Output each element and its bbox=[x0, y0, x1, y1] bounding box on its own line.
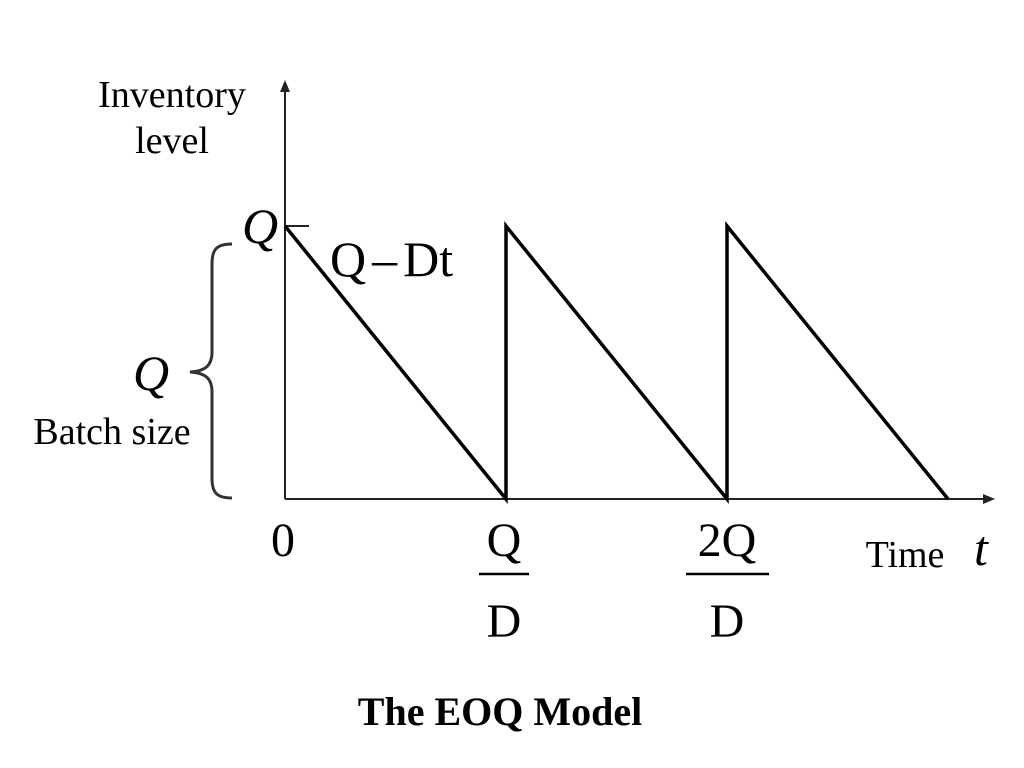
line-label-minus: – bbox=[371, 231, 398, 287]
tick-label-q-over-d: Q D bbox=[479, 514, 529, 648]
y-axis-label-line2: level bbox=[135, 120, 209, 162]
brace-q-symbol: Q bbox=[133, 345, 169, 401]
tick2-denominator: D bbox=[710, 595, 745, 648]
inventory-sawtooth-line bbox=[283, 221, 950, 504]
tick1-numerator: Q bbox=[487, 514, 522, 567]
line-label: Q–Dt bbox=[330, 231, 453, 287]
batch-size-caption: Batch size bbox=[33, 411, 190, 453]
diagram-title: The EOQ Model bbox=[358, 689, 642, 734]
x-axis-symbol: t bbox=[974, 520, 989, 576]
y-axis-arrowhead bbox=[280, 80, 290, 92]
origin-label: 0 bbox=[271, 514, 295, 567]
batch-size-brace bbox=[189, 242, 233, 500]
line-label-dt: Dt bbox=[403, 231, 453, 287]
x-axis-arrowhead bbox=[983, 494, 995, 504]
tick1-denominator: D bbox=[487, 595, 522, 648]
x-axis-label: Time bbox=[866, 534, 945, 576]
y-axis-label-line1: Inventory bbox=[98, 74, 246, 116]
peak-q-symbol: Q bbox=[242, 198, 278, 254]
tick-label-2q-over-d: 2Q D bbox=[686, 514, 769, 648]
tick2-numerator: 2Q bbox=[698, 514, 757, 567]
line-label-q: Q bbox=[330, 231, 366, 287]
